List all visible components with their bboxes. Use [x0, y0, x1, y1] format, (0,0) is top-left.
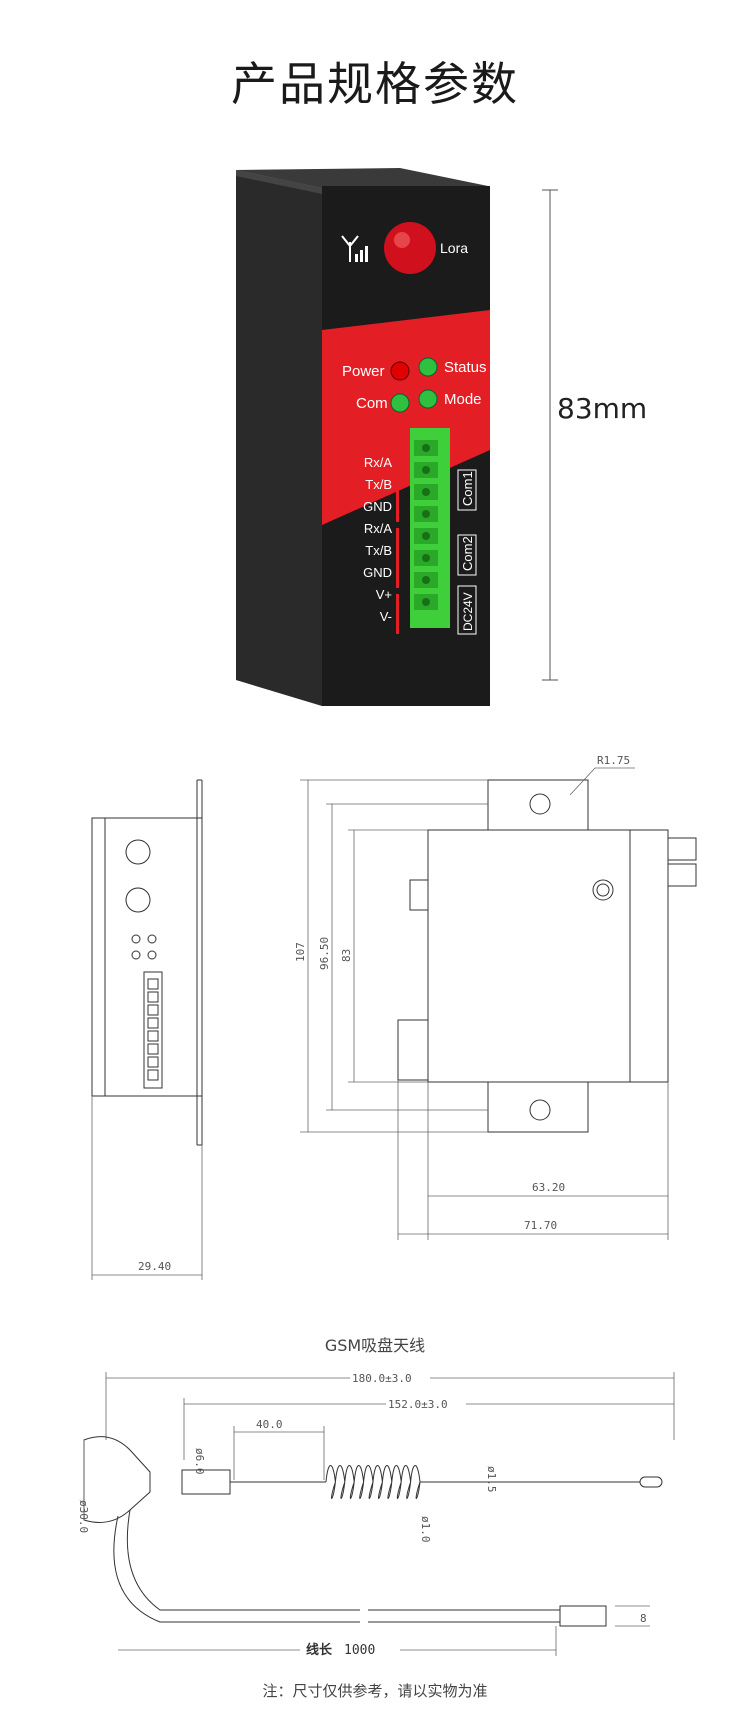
front-terminal-pin — [147, 1069, 159, 1081]
led-label-com: Com — [356, 395, 388, 412]
dim-83: 83 — [340, 949, 353, 962]
terminal-screw — [422, 576, 430, 584]
pin-label: V- — [380, 609, 392, 624]
pin-label: GND — [363, 499, 392, 514]
front-terminal-pin — [147, 1043, 159, 1055]
dim-plug: 8 — [640, 1612, 647, 1625]
signal-icon — [341, 235, 368, 262]
status-led — [418, 357, 438, 377]
pin-label: Rx/A — [364, 521, 393, 536]
dim-spring: 40.0 — [256, 1418, 283, 1431]
pin-label: Tx/B — [365, 543, 392, 558]
dim-base: ø30.0 — [77, 1500, 90, 1533]
terminal-screw — [422, 488, 430, 496]
dim-coil: ø1.0 — [419, 1516, 432, 1543]
brand-label: Lora — [440, 240, 468, 256]
group-label-dc24v: DC24V — [461, 592, 475, 631]
dim-63-20: 63.20 — [532, 1181, 565, 1194]
dim-total: 180.0±3.0 — [352, 1372, 412, 1385]
dim-107: 107 — [294, 942, 307, 962]
dim-71-70: 71.70 — [524, 1219, 557, 1232]
terminal-screw — [422, 444, 430, 452]
terminal-screw — [422, 554, 430, 562]
group-label-com1: Com1 — [460, 471, 475, 506]
pin-label: Tx/B — [365, 477, 392, 492]
pin-label: Rx/A — [364, 455, 393, 470]
dim-cable: 152.0±3.0 — [388, 1398, 448, 1411]
group-label-com2: Com2 — [460, 536, 475, 571]
com-led — [390, 393, 410, 413]
terminal-screw — [422, 532, 430, 540]
front-terminal-pin — [147, 991, 159, 1003]
antenna-drawing: 180.0±3.0 152.0±3.0 40.0 ø30.0 ø6.0 ø1.5… — [77, 1370, 675, 1658]
technical-drawing: 29.40 R1.75 107 96.50 83 63.20 71.70 — [91, 754, 697, 1280]
terminal-screw — [422, 510, 430, 518]
pin-label: GND — [363, 565, 392, 580]
antenna-title: GSM吸盘天线 — [324, 1336, 426, 1355]
length-label: 线长 — [306, 1642, 333, 1658]
page-title: 产品规格参数 — [231, 57, 519, 111]
terminal-screw — [422, 598, 430, 606]
led-label-status: Status — [444, 359, 487, 376]
antenna-knob — [384, 222, 436, 274]
pin-label: V+ — [376, 587, 392, 602]
height-label: 83mm — [557, 392, 648, 425]
dim-96-50: 96.50 — [318, 937, 331, 970]
dim-29-40: 29.40 — [138, 1260, 171, 1273]
mode-led — [418, 389, 438, 409]
footer-note: 注：尺寸仅供参考，请以实物为准 — [262, 1682, 488, 1700]
front-terminal-pin — [147, 1056, 159, 1068]
power-led — [390, 361, 410, 381]
led-label-mode: Mode — [444, 391, 482, 408]
dim-r1-75: R1.75 — [597, 754, 630, 767]
front-terminal-pin — [147, 1030, 159, 1042]
front-terminal-pin — [147, 978, 159, 990]
front-terminal-pin — [147, 1004, 159, 1016]
dim-top: ø6.0 — [193, 1448, 206, 1475]
product-photo: Lora Power Status Com Mode Rx/A Tx/B GND Rx… — [236, 168, 558, 706]
length-value: 1000 — [344, 1643, 375, 1658]
front-terminal-pin — [147, 1017, 159, 1029]
led-label-power: Power — [342, 363, 385, 380]
terminal-screw — [422, 466, 430, 474]
dim-wire: ø1.5 — [485, 1466, 498, 1493]
